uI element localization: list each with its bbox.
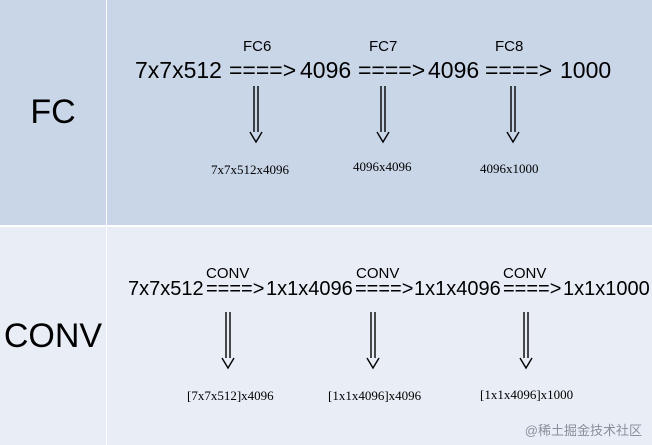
fc7-down-arrow-icon	[376, 86, 390, 144]
conv1-down-arrow-icon	[221, 312, 235, 370]
fc7-weight-shape: 4096x4096	[353, 159, 412, 174]
conv1-output-shape: 1x1x4096	[266, 278, 353, 300]
fc7-output-shape: 4096	[428, 57, 480, 83]
fc6-weight-shape: 7x7x512x4096	[211, 162, 289, 177]
conv3-down-arrow-icon	[519, 312, 533, 370]
fc8-weight-shape: 4096x1000	[480, 161, 539, 176]
fc-row-label: FC	[30, 93, 76, 131]
fc-arrow-1: ====>	[229, 57, 297, 83]
fc-arrow-2: ====>	[358, 57, 426, 83]
fc-input-shape: 7x7x512	[135, 57, 222, 83]
conv3-weight-shape: [1x1x4096]x1000	[480, 387, 574, 402]
fc-content-cell: FC6 FC7 FC8 7x7x512 ====> 4096 ====> 409…	[107, 0, 652, 225]
conv2-weight-shape: [1x1x4096]x4096	[328, 388, 422, 403]
conv2-layer-label: CONV	[356, 265, 400, 282]
fc7-layer-label: FC7	[369, 38, 398, 55]
conv2-output-shape: 1x1x4096	[414, 278, 501, 300]
conv-row-label: CONV	[3, 316, 103, 355]
watermark-text: @稀土掘金技术社区	[524, 423, 642, 438]
conv1-weight-shape: [7x7x512]x4096	[187, 388, 274, 403]
fc-arrow-3: ====>	[485, 57, 553, 83]
fc8-output-shape: 1000	[560, 57, 612, 83]
fc6-layer-label: FC6	[243, 38, 272, 55]
fc-label-cell: FC	[0, 0, 106, 225]
fc6-down-arrow-icon	[249, 86, 263, 144]
conv-input-shape: 7x7x512	[128, 278, 204, 300]
fc6-output-shape: 4096	[300, 57, 352, 83]
conv1-layer-label: CONV	[206, 265, 250, 282]
conv-arrow-2: ====>	[355, 278, 414, 300]
conv-label-cell: CONV	[0, 227, 106, 445]
fc8-down-arrow-icon	[506, 86, 520, 144]
conv2-down-arrow-icon	[366, 312, 380, 370]
conv3-output-shape: 1x1x1000	[563, 278, 650, 300]
fc8-layer-label: FC8	[495, 38, 524, 55]
conv-arrow-1: ====>	[206, 278, 265, 300]
conv-arrow-3: ====>	[503, 278, 562, 300]
conv3-layer-label: CONV	[503, 265, 547, 282]
conv-content-cell: CONV CONV CONV 7x7x512 ====> 1x1x4096 ==…	[107, 227, 652, 445]
